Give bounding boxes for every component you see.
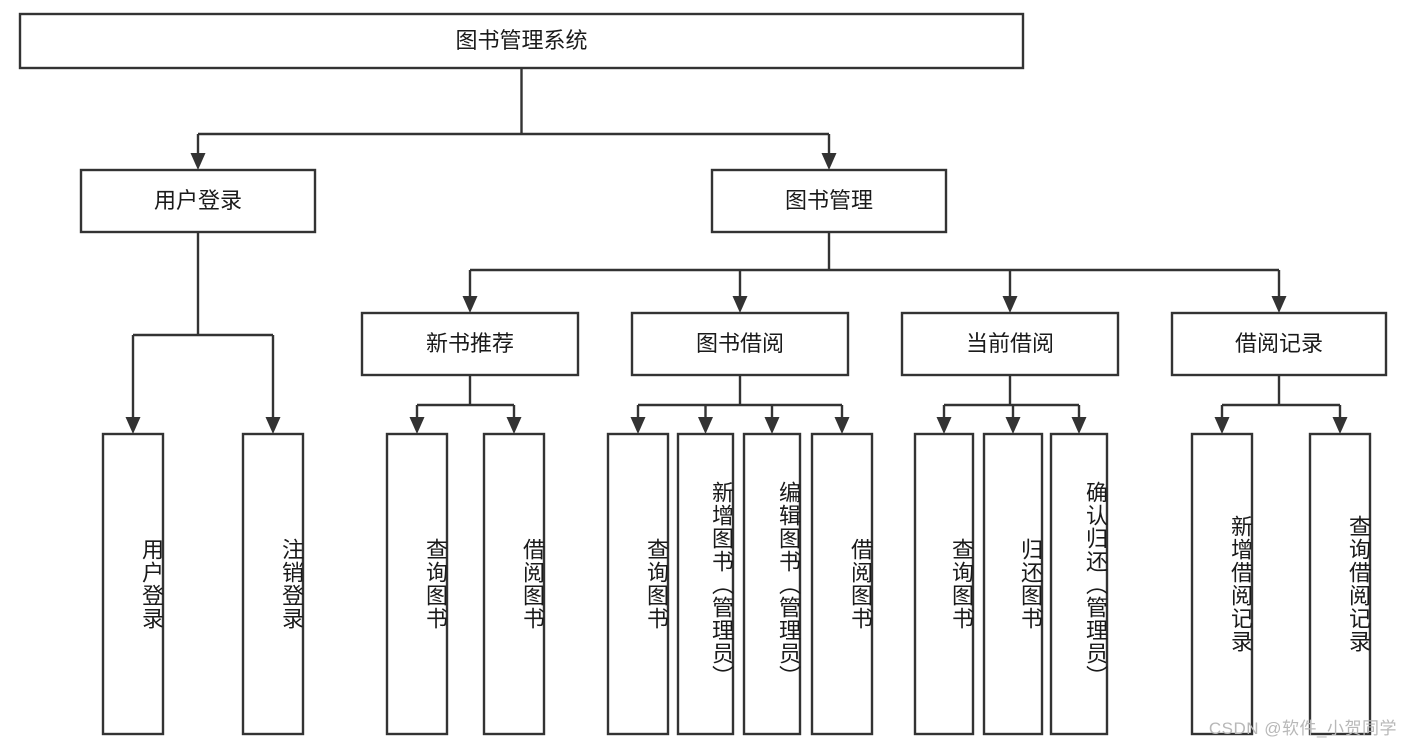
node-box-leaf-10[interactable] <box>1049 432 1109 736</box>
node-box-leaf-7[interactable] <box>810 432 874 736</box>
node-label-level2-0: 用户登录 <box>154 188 242 213</box>
arrow-head-icon <box>936 417 952 434</box>
node-box-level3-1[interactable] <box>630 311 850 377</box>
arrow-head-icon <box>764 417 780 434</box>
arrow-head-icon <box>1071 417 1087 434</box>
arrow-head-icon <box>1332 417 1348 434</box>
node-box-leaf-4[interactable] <box>606 432 670 736</box>
node-box-leaf-6[interactable] <box>742 432 802 736</box>
node-box-level2-1[interactable] <box>710 168 948 234</box>
arrow-head-icon <box>506 417 522 434</box>
arrow-head-icon <box>834 417 850 434</box>
node-box-level3-3[interactable] <box>1170 311 1388 377</box>
node-box-leaf-1[interactable] <box>241 432 305 736</box>
node-box-leaf-9[interactable] <box>982 432 1044 736</box>
node-box-leaf-3[interactable] <box>482 432 546 736</box>
arrow-head-icon <box>265 417 281 434</box>
node-box-level2-0[interactable] <box>79 168 317 234</box>
node-box-root-0[interactable] <box>18 12 1025 70</box>
arrow-head-icon <box>698 417 713 434</box>
arrow-head-icon <box>409 417 425 434</box>
node-box-leaf-8[interactable] <box>913 432 975 736</box>
arrow-head-icon <box>1214 417 1230 434</box>
node-box-leaf-5[interactable] <box>676 432 735 736</box>
arrow-head-icon <box>732 296 748 313</box>
arrow-head-icon <box>821 153 837 170</box>
node-label-level3-2: 当前借阅 <box>966 331 1054 356</box>
node-label-level3-0: 新书推荐 <box>426 331 514 356</box>
arrow-head-icon <box>630 417 646 434</box>
node-box-level3-0[interactable] <box>360 311 580 377</box>
node-label-root-0: 图书管理系统 <box>455 28 587 53</box>
node-box-level3-2[interactable] <box>900 311 1120 377</box>
node-box-layer <box>18 12 1388 736</box>
watermark: CSDN @软件_小贺同学 <box>1208 719 1397 738</box>
node-box-leaf-11[interactable] <box>1190 432 1254 736</box>
arrow-head-icon <box>1271 296 1287 313</box>
node-label-level2-1: 图书管理 <box>785 188 873 213</box>
arrow-head-icon <box>1005 417 1021 434</box>
arrow-head-icon <box>1002 296 1018 313</box>
node-box-leaf-12[interactable] <box>1308 432 1372 736</box>
arrow-head-icon <box>462 296 478 313</box>
node-label-level3-1: 图书借阅 <box>696 331 784 356</box>
connector-layer <box>125 68 1348 434</box>
arrow-head-icon <box>125 417 141 434</box>
node-box-leaf-0[interactable] <box>101 432 165 736</box>
arrow-head-icon <box>190 153 206 170</box>
node-box-leaf-2[interactable] <box>385 432 449 736</box>
node-label-level3-3: 借阅记录 <box>1235 331 1323 356</box>
